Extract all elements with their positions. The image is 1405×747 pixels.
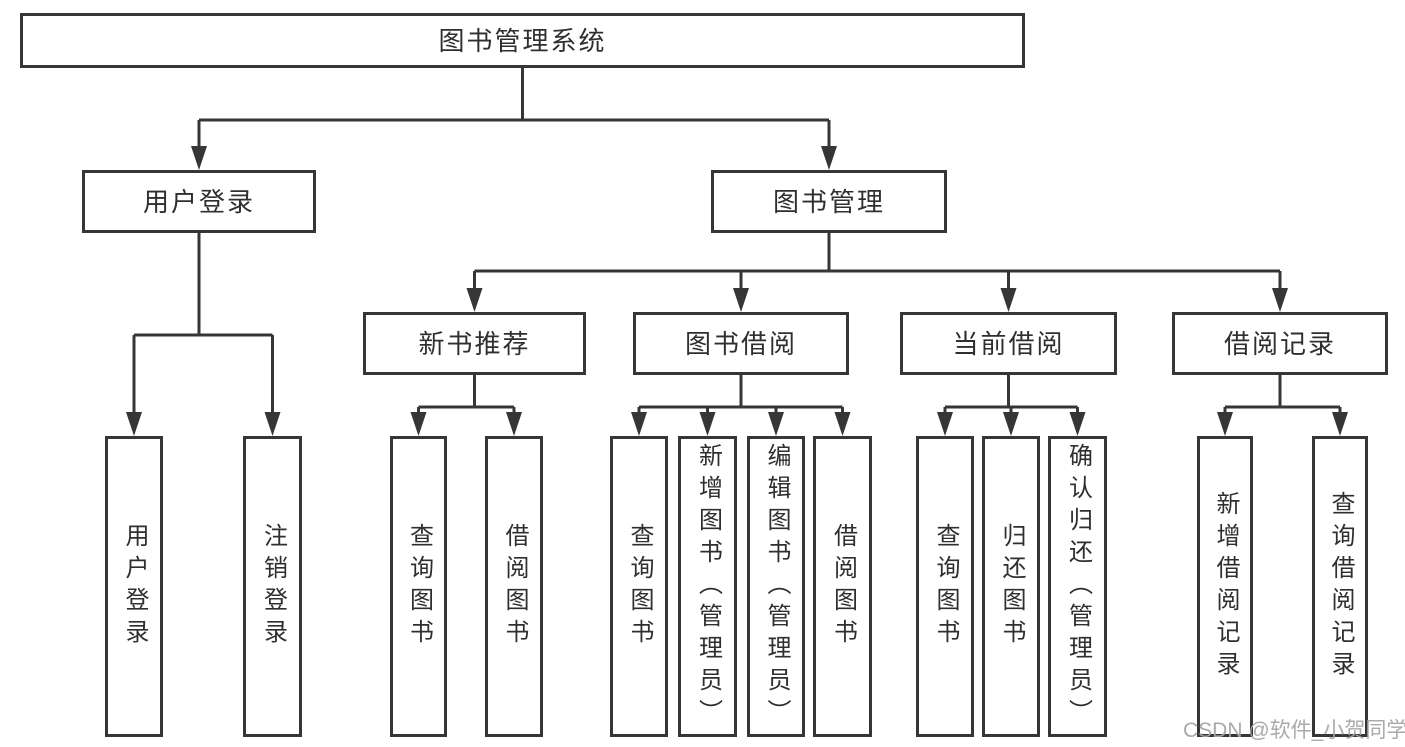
leaf-confirm-return-admin: 确认归还（管理员） bbox=[1048, 436, 1107, 737]
leaf-user-login: 用户登录 bbox=[105, 436, 163, 737]
leaf-query-borrow-record: 查询借阅记录 bbox=[1312, 436, 1368, 737]
leaf-query-books-recommend: 查询图书 bbox=[390, 436, 447, 737]
leaf-logout: 注销登录 bbox=[243, 436, 302, 737]
leaf-return-books: 归还图书 bbox=[982, 436, 1040, 737]
watermark: CSDN @软件_小贺同学 bbox=[1183, 719, 1405, 742]
leaf-borrow-books-recommend: 借阅图书 bbox=[485, 436, 543, 737]
node-new-book-recommend: 新书推荐 bbox=[363, 312, 586, 375]
leaf-query-books-borrow: 查询图书 bbox=[610, 436, 668, 737]
node-current-borrowing: 当前借阅 bbox=[900, 312, 1117, 375]
node-book-management: 图书管理 bbox=[711, 170, 947, 233]
node-book-borrowing: 图书借阅 bbox=[633, 312, 849, 375]
leaf-query-books-current: 查询图书 bbox=[916, 436, 974, 737]
arrowheads bbox=[126, 146, 1348, 436]
node-user-login: 用户登录 bbox=[82, 170, 316, 233]
node-borrowing-records: 借阅记录 bbox=[1172, 312, 1388, 375]
leaf-borrow-books: 借阅图书 bbox=[813, 436, 872, 737]
node-library-system: 图书管理系统 bbox=[20, 13, 1025, 68]
leaf-edit-books-admin: 编辑图书（管理员） bbox=[747, 436, 805, 737]
leaf-add-borrow-record: 新增借阅记录 bbox=[1197, 436, 1253, 737]
leaf-add-books-admin: 新增图书（管理员） bbox=[678, 436, 737, 737]
